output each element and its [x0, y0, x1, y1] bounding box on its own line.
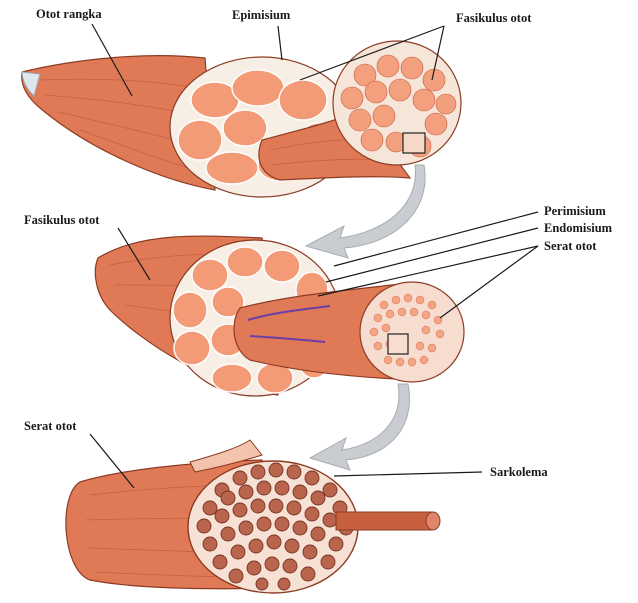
label-endomisium: Endomisium	[544, 221, 613, 235]
fascicle-group	[95, 236, 464, 396]
zoom-box-top	[403, 133, 425, 153]
label-epimisium: Epimisium	[232, 8, 291, 22]
label-fasikulus-top: Fasikulus otot	[456, 11, 532, 25]
label-perimisium: Perimisium	[544, 204, 606, 218]
label-serat-otot-mid: Serat otot	[544, 239, 597, 253]
myofibril-rod-end	[426, 512, 440, 530]
label-fasikulus-mid: Fasikulus otot	[24, 213, 100, 227]
zoom-arrow-2	[310, 384, 410, 470]
muscle-fibre-group	[66, 440, 440, 593]
zoom-box-mid	[388, 334, 408, 354]
myofibril-rod	[336, 512, 432, 530]
label-serat-otot-bottom: Serat otot	[24, 419, 77, 433]
label-sarkolema: Sarkolema	[490, 465, 548, 479]
skeletal-muscle-group	[22, 41, 461, 197]
label-otot-rangka: Otot rangka	[36, 7, 102, 21]
